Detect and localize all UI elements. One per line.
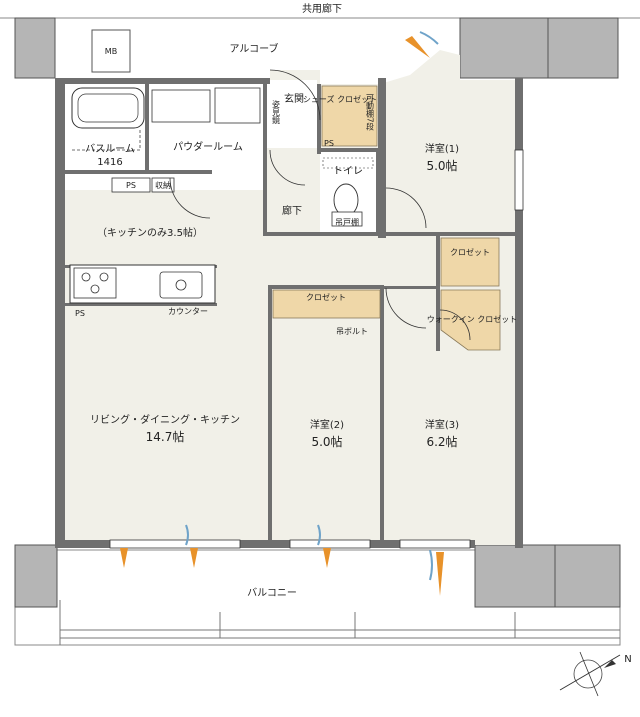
columns — [14, 17, 621, 608]
windows — [109, 149, 524, 549]
kitchen-counter — [69, 264, 216, 304]
labels: 共用廊下 MB アルコーブ 玄関 シューズ クロゼット 可動棚7段 姿見鏡 PS… — [75, 2, 632, 665]
closet-label-room2: クロゼット — [306, 292, 346, 302]
closets — [272, 85, 501, 351]
room3-size: 6.2帖 — [426, 434, 457, 449]
toilet-label: トイレ — [333, 166, 363, 177]
toilet-shelf-label: 吊戸棚 — [335, 217, 359, 227]
compass-north-label: N — [624, 654, 631, 665]
ps-label-entrance: PS — [324, 139, 334, 148]
airflow-arrows — [120, 31, 444, 596]
hanging-pole-label: 吊ボルト — [336, 327, 368, 336]
powder-room-label: パウダールーム — [173, 140, 243, 153]
bathroom-label: バスルーム — [85, 143, 135, 155]
room1-size: 5.0帖 — [426, 158, 457, 173]
entrance-label: 玄関 — [284, 92, 304, 105]
hallway-label: 廊下 — [282, 204, 302, 217]
bathroom-size: 1416 — [97, 157, 122, 168]
room2-name: 洋室(2) — [310, 418, 344, 431]
room2-size: 5.0帖 — [311, 434, 342, 449]
kitchen-only-label: （キッチンのみ3.5帖） — [97, 226, 203, 239]
movable-shelf-label: 可動棚7段 — [366, 93, 375, 131]
mb-label: MB — [105, 47, 117, 56]
counter-label: カウンター — [168, 307, 208, 316]
compass-icon — [559, 651, 621, 697]
balcony-label: バルコニー — [247, 587, 297, 599]
door-swings — [169, 69, 471, 341]
room3-name: 洋室(3) — [425, 418, 459, 431]
ldk-name: リビング・ダイニング・キッチン — [90, 413, 240, 426]
bath-fixtures — [71, 87, 261, 193]
room1-name: 洋室(1) — [425, 142, 459, 155]
shoe-bench-label: 姿見鏡 — [272, 99, 281, 125]
mb-box — [91, 29, 131, 73]
ldk-size: 14.7帖 — [146, 429, 185, 444]
storage-tag: 収納 — [155, 180, 171, 190]
corridor-label: 共用廊下 — [302, 2, 342, 15]
ps-label-kitchen: PS — [75, 309, 85, 318]
toilet-fixture — [322, 157, 374, 227]
closet-label-room1: クロゼット — [450, 247, 490, 257]
shoe-closet-label: シューズ クロゼット — [303, 94, 377, 104]
ps-label-bath: PS — [126, 181, 136, 190]
walkin-label: ウォークイン クロゼット — [427, 314, 518, 324]
alcove-label: アルコーブ — [229, 42, 278, 55]
